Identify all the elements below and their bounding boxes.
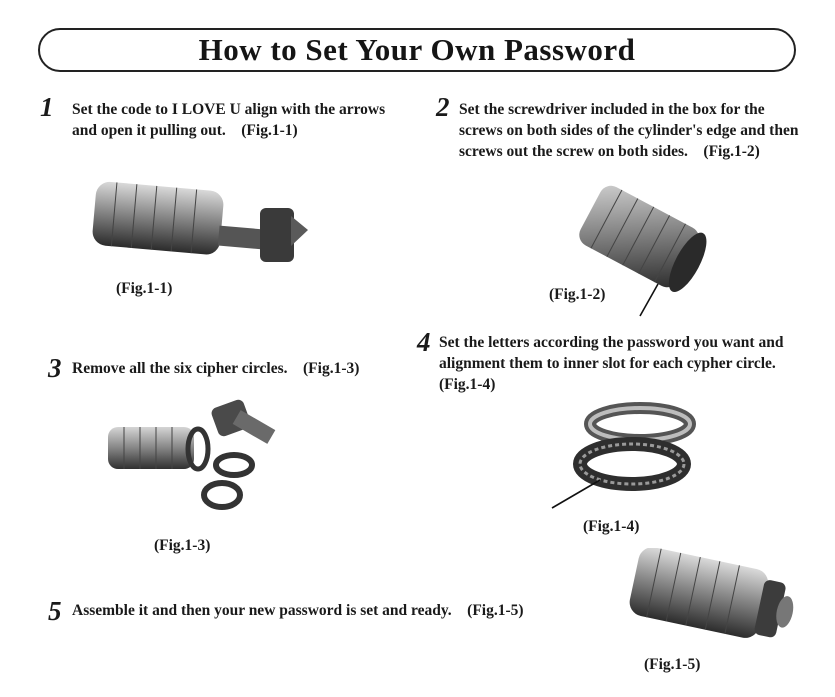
- step-4-text: Set the letters according the password y…: [439, 334, 792, 393]
- step-2-text: Set the screwdriver included in the box …: [459, 101, 799, 160]
- fig-1-4-caption: (Fig.1-4): [583, 518, 640, 535]
- fig-1-1-caption: (Fig.1-1): [116, 280, 173, 297]
- fig-1-2-image: [579, 185, 707, 317]
- fig-1-2-caption: (Fig.1-2): [549, 286, 606, 303]
- fig-1-5-image: [629, 548, 794, 638]
- step-5-number: 5: [48, 596, 62, 626]
- step-2-number: 2: [436, 92, 450, 122]
- fig-1-3-caption: (Fig.1-3): [154, 537, 211, 554]
- fig-1-1-image: [92, 181, 308, 262]
- page-title: How to Set Your Own Password: [198, 32, 636, 67]
- fig-1-4-image: [551, 402, 696, 509]
- step-1-text: Set the code to I LOVE U align with the …: [72, 101, 386, 139]
- fig-1-5-caption: (Fig.1-5): [644, 656, 701, 673]
- step-3-number: 3: [48, 353, 62, 383]
- step-4-number: 4: [417, 327, 431, 357]
- title-banner: How to Set Your Own Password: [38, 28, 796, 72]
- fig-1-3-image: [108, 399, 276, 510]
- step-3-text: Remove all the six cipher circles. (Fig.…: [72, 360, 360, 377]
- step-1-number: 1: [40, 92, 54, 122]
- step-5-text: Assemble it and then your new password i…: [72, 602, 524, 619]
